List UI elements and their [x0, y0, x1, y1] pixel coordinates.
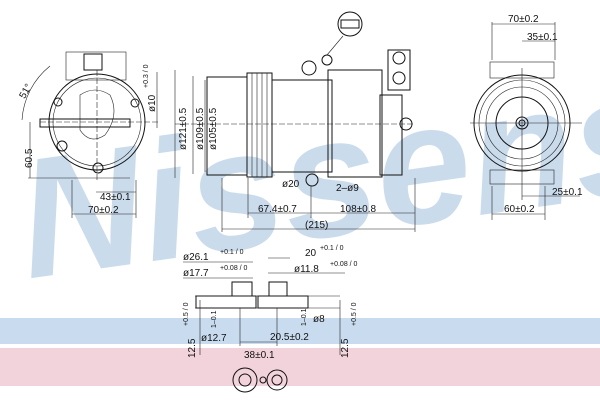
- dist-108: 108±0.8: [340, 204, 377, 215]
- port-d17-tol: +0.08 / 0: [220, 265, 248, 272]
- port-d17: ø17.7: [183, 268, 209, 279]
- port-w20: 20: [305, 248, 317, 259]
- port-spacing: 20.5±0.2: [270, 332, 309, 343]
- offset-dim: 43±0.1: [100, 192, 131, 203]
- rear-offset: 25±0.1: [552, 187, 583, 198]
- port-height-right-tol: +0.5 / 0: [351, 302, 358, 326]
- hole-dim: ø10: [147, 94, 158, 112]
- dist-67: 67.4±0.7: [258, 204, 297, 215]
- port-height-left: 12.5: [187, 338, 198, 358]
- side-view: ø121±0.5 ø109±0.5 ø105±0.5 ø20 2–ø9 67.4…: [174, 11, 416, 232]
- port-d11-tol: +0.08 / 0: [330, 261, 358, 268]
- port-d26-tol: +0.1 / 0: [220, 249, 244, 256]
- port-bore-right: ø8: [313, 314, 325, 325]
- port-bore-left: ø12.7: [201, 333, 227, 344]
- rear-base: 60±0.2: [504, 204, 535, 215]
- port-height-right: 12.5: [340, 338, 351, 358]
- mount-diameter: ø20: [282, 179, 300, 190]
- port-depth-left: 1–0.1: [211, 310, 218, 328]
- pink-band: [0, 348, 600, 386]
- port-d11: ø11.8: [294, 264, 319, 275]
- blue-band: [0, 318, 600, 344]
- overall-length: (215): [305, 220, 328, 231]
- rear-view: 70±0.2 35±0.1 25±0.1 60±0.2: [470, 14, 583, 220]
- hole-tol: +0.3 / 0: [143, 64, 150, 88]
- port-height-left-tol: +0.5 / 0: [183, 302, 190, 326]
- port-detail: ø26.1 +0.1 / 0 ø17.7 +0.08 / 0 20 +0.1 /…: [183, 245, 358, 393]
- port-depth-right: 1–0.1: [301, 308, 308, 326]
- port-d26: ø26.1: [183, 252, 209, 263]
- height-dim: 60.5: [24, 148, 35, 168]
- diameter-105: ø105±0.5: [208, 107, 219, 150]
- holes-dim: 2–ø9: [336, 183, 359, 194]
- rear-half: 35±0.1: [527, 32, 558, 43]
- connector-icon: [337, 11, 363, 37]
- diameter-109: ø109±0.5: [195, 107, 206, 150]
- width-dim: 70±0.2: [88, 205, 119, 216]
- port-center: 38±0.1: [244, 350, 275, 361]
- diameter-121: ø121±0.5: [178, 107, 189, 150]
- angle-dim: 51°: [18, 82, 35, 101]
- port-w20-tol: +0.1 / 0: [320, 245, 344, 252]
- rear-width: 70±0.2: [508, 14, 539, 25]
